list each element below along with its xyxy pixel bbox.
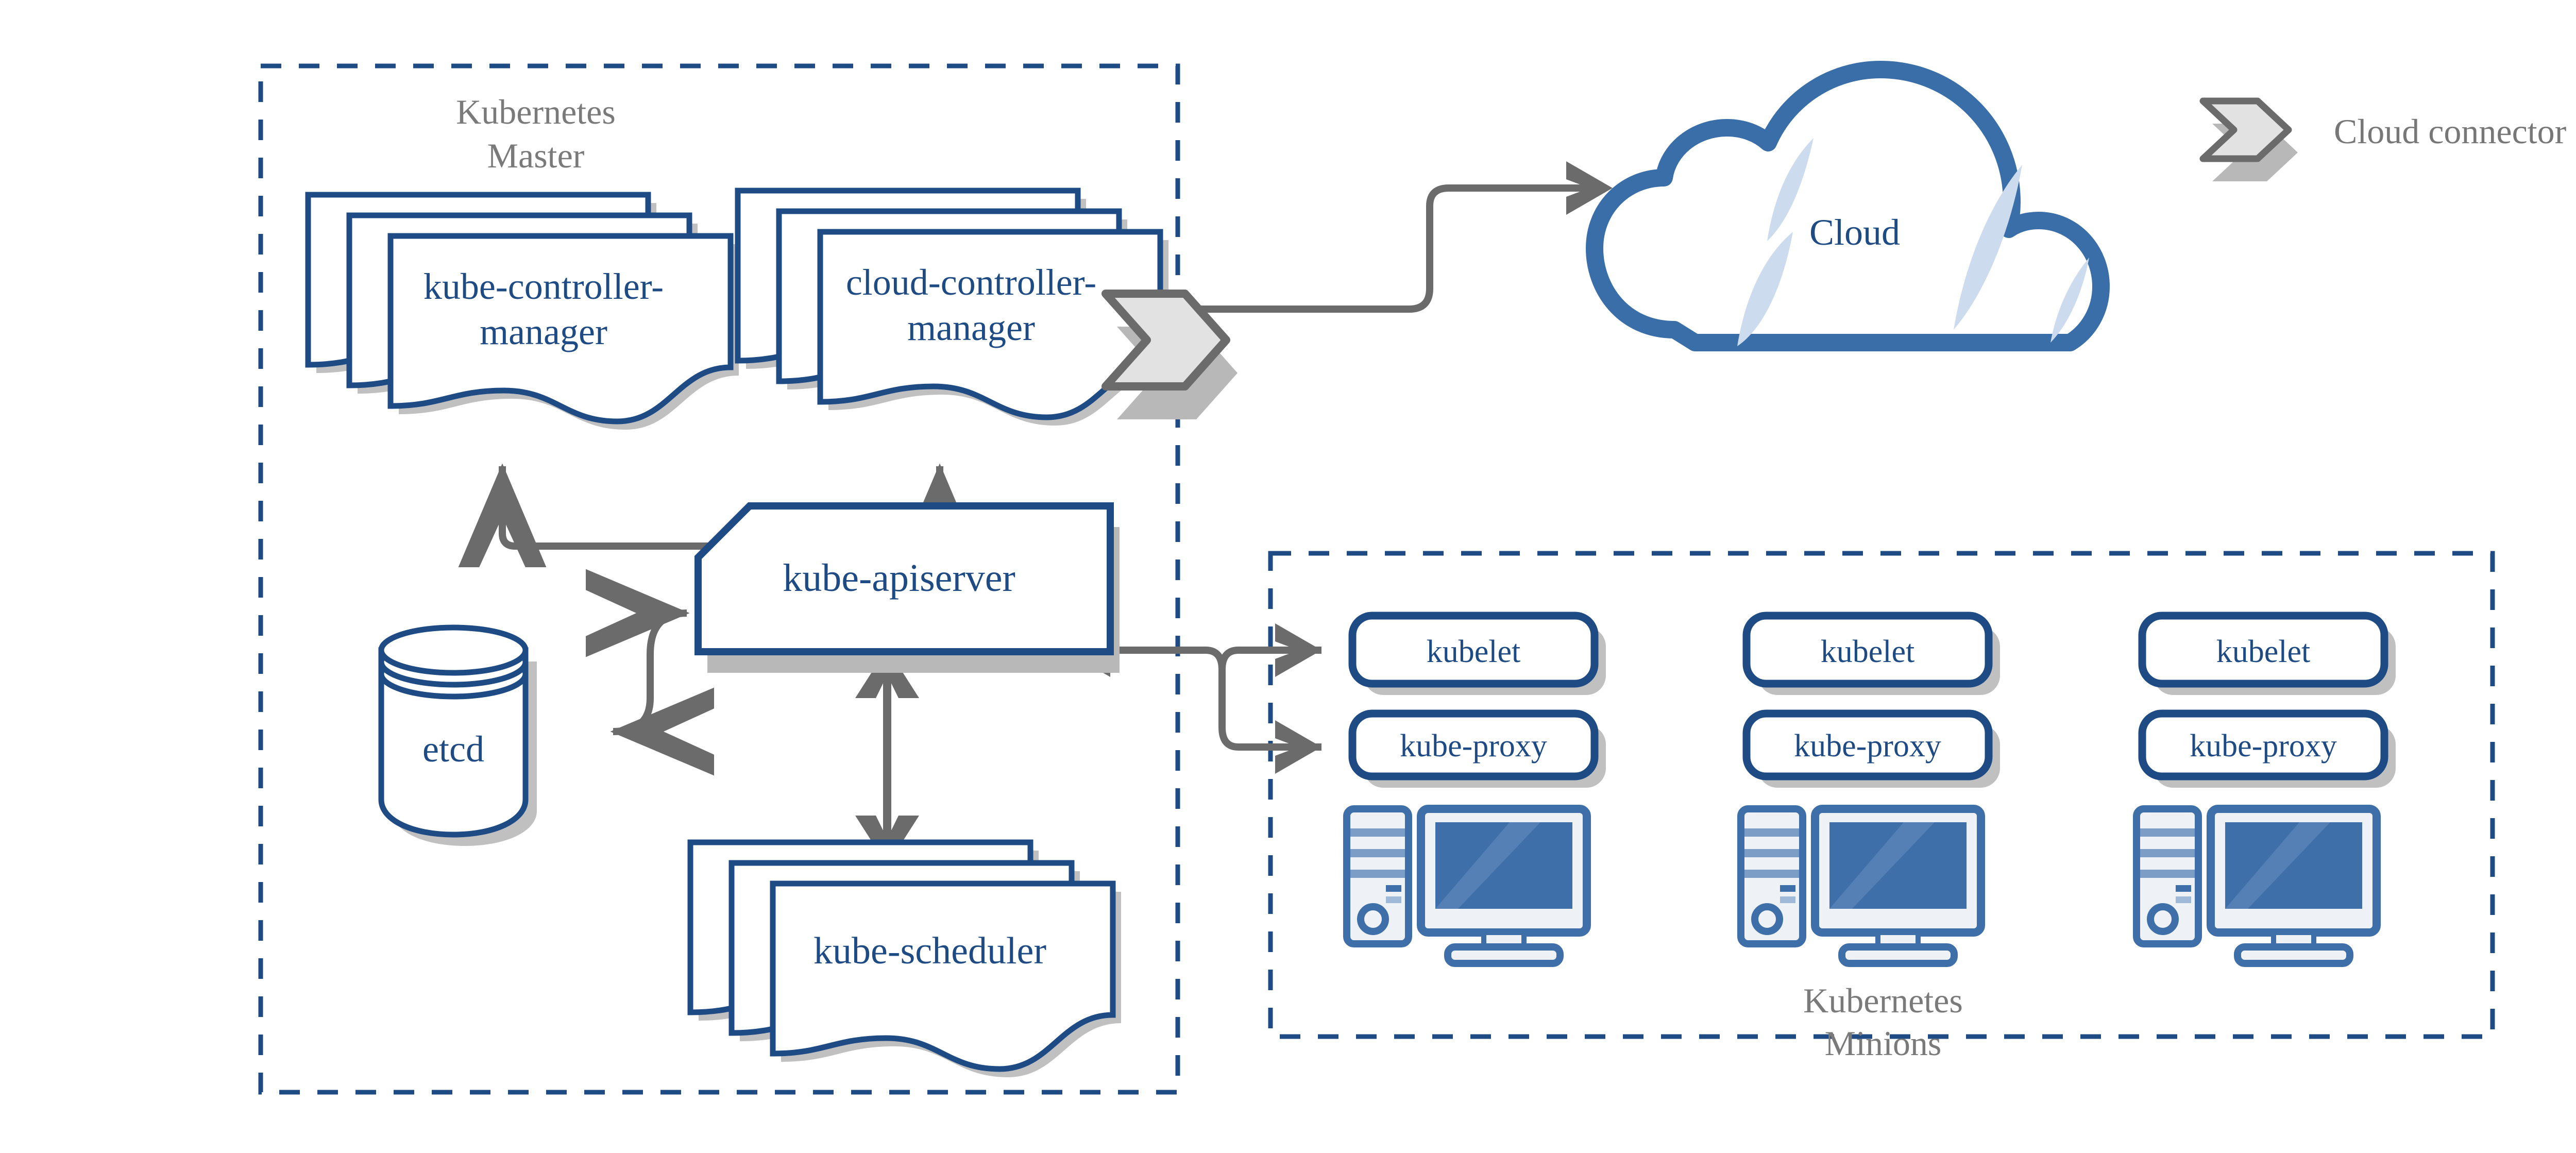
minions-group-label-line2: Minions [1825,1024,1942,1063]
monitor-base [1838,943,1958,967]
group-kubernetes-master: Kubernetes Master [258,63,1180,1095]
tower-stripe-2 [1744,849,1799,857]
apiserver-body [694,502,1114,655]
connector-apiserver-minions-kubelet [1218,647,1321,670]
tower-stripe-2 [2140,849,2195,857]
cloud-connector-chevron [1101,290,1230,391]
master-dashed-border [258,63,1180,1095]
tower-power-button [2147,903,2179,935]
arrowhead-into-cloud [1566,161,1613,215]
cloud-outline [1586,61,2110,351]
minion2-kubeproxy-box[interactable] [1742,709,1993,781]
master-group-label-line1: Kubernetes [456,92,616,131]
node-cloud[interactable]: Cloud [1586,61,2110,351]
scheduler-label: kube-scheduler [814,930,1046,972]
monitor-screen-highlight [1829,822,1935,909]
minions-group-label: Kubernetes Minions [1803,981,1963,1063]
tower-stripe-1 [1350,828,1405,837]
tower-stripe-3 [1350,870,1405,878]
monitor-screen-highlight [1435,822,1540,909]
connector-kcm-to-apiserver [458,463,878,568]
minion3-kubelet-box[interactable] [2138,612,2388,688]
minion2-kubelet-label: kubelet [1821,634,1915,669]
connector-apiserver-etcd [585,569,715,776]
ccm-label-line1: cloud-controller- [846,262,1096,303]
cloud-accent-leaf-2 [1737,232,1793,346]
minion2-kubelet-box[interactable] [1742,612,1993,688]
kcm-label-line2: manager [480,311,607,352]
monitor-base [2234,943,2353,967]
minions-group-label-line1: Kubernetes [1803,981,1963,1020]
minion1-kubeproxy-label: kube-proxy [1400,728,1547,764]
arrowhead-into-kubelet-1 [1275,623,1321,677]
cloud-accent-leaf-3 [1954,165,2022,330]
tower-slot-1 [1386,885,1401,892]
tower-stripe-3 [1744,870,1799,878]
apiserver-label: kube-apiserver [783,556,1015,600]
tower-power-button [1751,903,1783,935]
tower-slot-2 [1386,896,1401,903]
minion1-kubelet-box[interactable] [1348,612,1599,688]
tower-stripe-1 [2140,828,2195,837]
node-kube-apiserver[interactable]: kube-apiserver [694,502,1120,673]
legend-label-text: Cloud connector [2334,112,2567,151]
minion-node-1[interactable]: kubelet kube-proxy [1343,612,1606,967]
tower-stripe-3 [2140,870,2195,878]
minion1-kubelet-label: kubelet [1427,634,1521,669]
master-group-label-line2: Master [487,136,585,175]
minion-node-2[interactable]: kubelet kube-proxy [1737,612,2000,967]
tower-slot-1 [1780,885,1795,892]
desktop-computer-icon [1343,805,1591,967]
desktop-computer-icon [2133,805,2381,967]
tower-stripe-2 [1350,849,1405,857]
tower-slot-1 [2176,885,2191,892]
minion3-kubelet-label: kubelet [2216,634,2311,669]
cloud-accent-leaf-1 [1767,138,1814,241]
minion-node-3[interactable]: kubelet kube-proxy [2133,612,2396,967]
desktop-computer-icon [1737,805,1985,967]
cloud-connector-icon [2199,97,2292,162]
tower-power-button [1357,903,1389,935]
tower-slot-2 [2176,896,2191,903]
node-kube-scheduler[interactable]: kube-scheduler [690,842,1121,1077]
monitor-base [1444,943,1564,967]
cloud-label: Cloud [1809,212,1900,253]
etcd-label: etcd [422,728,484,770]
minion3-kubeproxy-box[interactable] [2138,709,2388,781]
arrowhead-up-to-apiserver [855,648,919,698]
legend-cloud-connector: Cloud connector [2199,97,2567,181]
connector-ccm-to-cloud [1175,184,1589,313]
node-etcd[interactable]: etcd [378,624,537,846]
cloud-accent-leaf-4 [2050,258,2089,343]
tower-slot-2 [1780,896,1795,903]
node-kube-controller-manager[interactable]: kube-controller- manager [308,195,739,430]
kcm-label-line1: kube-controller- [423,266,664,307]
group-kubernetes-minions [1268,551,2495,1039]
minion1-kubeproxy-box[interactable] [1348,709,1599,781]
arrowhead-into-kubeproxy-1 [1275,720,1321,774]
tower-stripe-1 [1744,828,1799,837]
ccm-label-line2: manager [907,307,1035,348]
cloud-connector-icon-inline[interactable] [1101,290,1238,419]
minions-dashed-border [1268,551,2495,1039]
minion2-kubeproxy-label: kube-proxy [1794,728,1941,764]
monitor-screen-highlight [2225,822,2330,909]
minion3-kubeproxy-label: kube-proxy [2190,728,2337,764]
etcd-top [378,624,529,676]
node-cloud-controller-manager[interactable]: cloud-controller- manager [738,191,1168,426]
connector-apiserver-minions-proxy [1110,647,1321,751]
